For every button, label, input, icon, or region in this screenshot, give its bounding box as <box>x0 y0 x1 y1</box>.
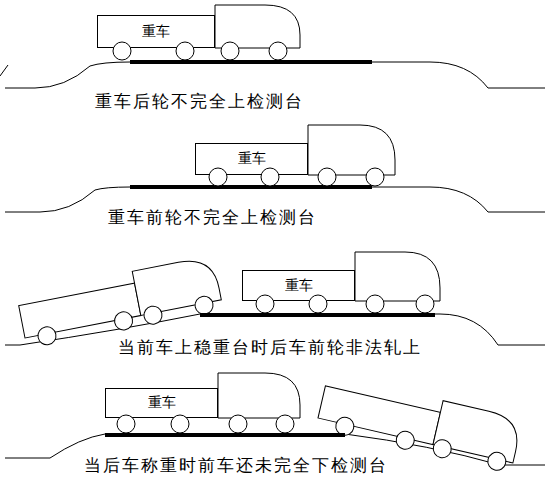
wheel <box>486 451 508 473</box>
panel-caption: 当前车上稳重台时后车前轮非法轧上 <box>118 336 422 359</box>
wheel <box>113 42 131 60</box>
wheel <box>142 305 163 326</box>
wheel <box>229 415 247 433</box>
truck-label: 重车 <box>285 277 313 295</box>
truck-box: 重车 <box>242 270 355 301</box>
weigh-platform <box>105 433 345 437</box>
wheel <box>334 415 356 437</box>
wheel <box>117 415 135 433</box>
truck-cab <box>218 373 300 418</box>
wheel <box>209 168 227 186</box>
weigh-platform <box>130 60 372 64</box>
wheel <box>366 168 384 186</box>
truck-cab <box>215 5 300 48</box>
wheel <box>416 295 434 313</box>
wheel <box>36 325 57 346</box>
truck-box <box>318 386 440 445</box>
truck-label: 重车 <box>238 150 266 168</box>
tick-mark <box>0 65 8 76</box>
truck-box: 重车 <box>195 143 308 175</box>
truck-cab <box>308 125 395 175</box>
weigh-platform <box>200 313 435 317</box>
ground-line <box>5 62 545 88</box>
panel-caption: 重车前轮不完全上检测台 <box>108 206 317 229</box>
tilted-truck <box>16 256 223 349</box>
wheel <box>276 415 294 433</box>
wheel <box>309 295 327 313</box>
truck-box: 重车 <box>105 388 218 418</box>
truck-cab <box>132 256 221 316</box>
truck-label: 重车 <box>142 23 170 41</box>
panel-caption: 重车后轮不完全上检测台 <box>95 90 304 113</box>
wheel <box>261 168 279 186</box>
wheel <box>113 310 134 331</box>
wheel <box>256 295 274 313</box>
truck-label: 重车 <box>148 394 176 412</box>
wheel <box>318 168 336 186</box>
wheel <box>269 42 287 60</box>
wheel <box>366 295 384 313</box>
truck-box: 重车 <box>97 15 215 48</box>
panel-caption: 当后车称重时前车还未完全下检测台 <box>84 454 388 477</box>
truck-cab <box>355 252 440 301</box>
wheel <box>176 42 194 60</box>
weigh-platform <box>130 185 372 189</box>
wheel <box>193 295 214 316</box>
wheel <box>221 42 239 60</box>
wheel <box>394 429 416 451</box>
wheel <box>431 438 453 460</box>
wheel <box>171 415 189 433</box>
truck-box <box>19 283 141 338</box>
